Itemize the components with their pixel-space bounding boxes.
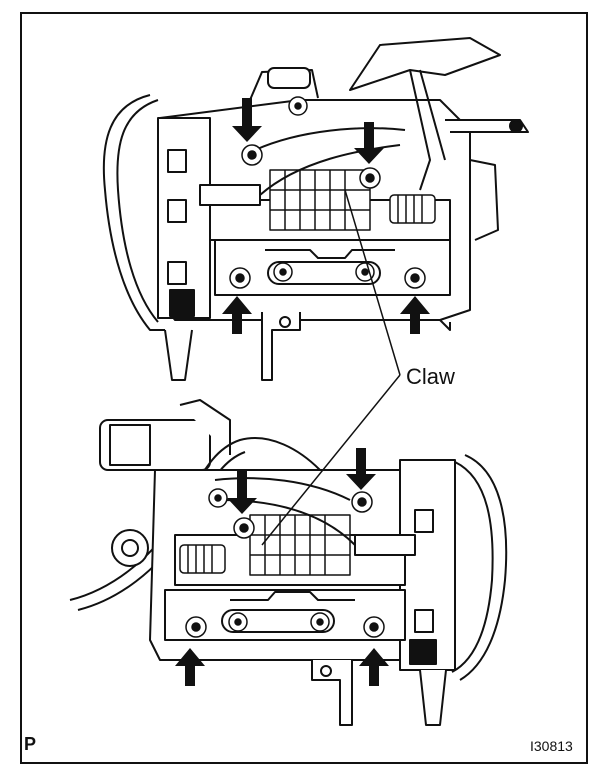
arrow-down-icon — [346, 448, 376, 490]
arrow-down-icon — [227, 470, 257, 514]
arrow-up-icon — [175, 648, 205, 686]
arrow-down-icon — [232, 98, 262, 142]
upper-arrows — [222, 98, 430, 334]
lower-mechanism — [69, 399, 508, 726]
lower-arrows — [175, 448, 389, 686]
arrow-up-icon — [222, 296, 252, 334]
corner-mark: P — [24, 734, 37, 754]
arrow-down-icon — [354, 122, 384, 164]
arrow-up-icon — [400, 296, 430, 334]
claw-label: Claw — [406, 364, 455, 389]
upper-mechanism — [102, 37, 529, 381]
arrow-up-icon — [359, 648, 389, 686]
figure-code: I30813 — [530, 738, 573, 754]
claw-leader-lines — [261, 189, 401, 546]
